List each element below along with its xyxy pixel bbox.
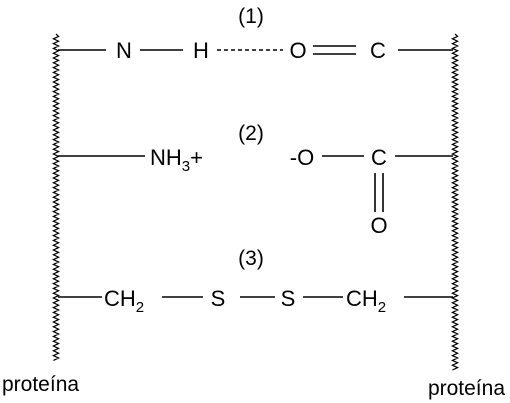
interaction-number-3: (3) <box>238 247 264 270</box>
interaction-number-2: (2) <box>238 122 264 145</box>
protein-label-right: proteína <box>428 377 505 400</box>
protein-label-left: proteína <box>2 373 79 396</box>
interaction-number-1: (1) <box>238 5 264 28</box>
atom-c-1: C <box>370 38 386 63</box>
atom-h: H <box>193 38 209 63</box>
atom-c-2: C <box>371 145 387 170</box>
atom-n: N <box>116 38 132 63</box>
group-ch2-left: CH2 <box>104 286 144 316</box>
anion-o: -O <box>290 145 314 170</box>
atom-o-carbonyl: O <box>370 213 387 238</box>
atom-o-1: O <box>289 38 306 63</box>
right-protein-chain <box>450 33 460 371</box>
left-protein-chain <box>51 33 61 361</box>
atom-s-left: S <box>211 286 226 311</box>
group-ch2-right: CH2 <box>346 286 386 316</box>
cation-nh3: NH3+ <box>150 145 203 175</box>
atom-s-right: S <box>281 286 296 311</box>
